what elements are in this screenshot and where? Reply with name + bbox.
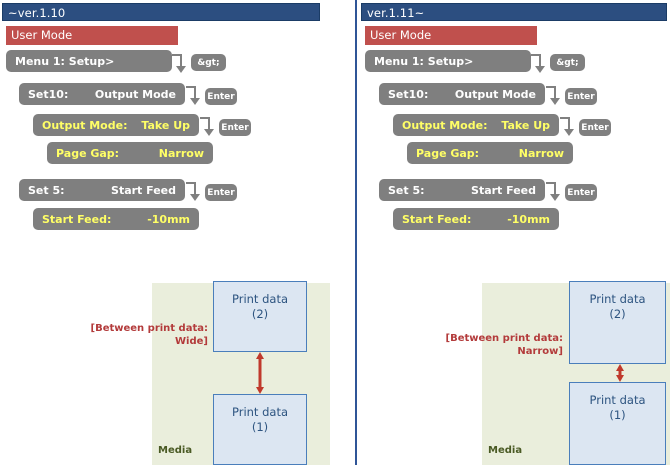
menu-box-value: Take Up (501, 118, 550, 132)
key-button-right-arrow-right[interactable]: &gt; (550, 54, 585, 71)
print-data-line2: (2) (251, 307, 269, 321)
menu-box-value: Start Feed (471, 183, 536, 197)
panel-title-right: ver.1.11~ (361, 3, 667, 21)
menu-box-label: Set 5: (28, 183, 65, 197)
gap-annotation-left: [Between print data: Wide] (58, 322, 209, 348)
print-data-line2: (1) (609, 408, 626, 422)
menu-box-value: Take Up (141, 118, 190, 132)
hook-arrow-icon (172, 54, 186, 74)
menu-box-set5-right[interactable]: Set 5: Start Feed (379, 179, 545, 201)
print-data-line2: (1) (251, 420, 269, 434)
menu-box-set10-right[interactable]: Set10: Output Mode (379, 83, 545, 105)
menu-box-label: Output Mode: (402, 118, 488, 132)
menu-box-label: Menu 1: Setup> (374, 54, 474, 68)
key-button-enter-1-left[interactable]: Enter (205, 88, 237, 105)
key-button-enter-3-left[interactable]: Enter (205, 184, 237, 201)
print-data-box-1-left: Print data (1) (213, 394, 307, 465)
gap-double-arrow-right (610, 364, 630, 382)
menu-box-value: Narrow (518, 146, 564, 160)
gap-annotation-line1: [Between print data: (90, 323, 209, 334)
menu-box-value: -10mm (147, 212, 190, 226)
menu-box-set5-left[interactable]: Set 5: Start Feed (19, 179, 185, 201)
menu-box-page-gap-right[interactable]: Page Gap: Narrow (407, 142, 573, 164)
gap-annotation-line1: [Between print data: (445, 333, 564, 344)
media-label-left: Media (158, 445, 193, 456)
print-data-line1: Print data (231, 405, 288, 419)
print-data-line1: Print data (589, 393, 646, 407)
hook-arrow-icon (186, 182, 200, 202)
key-button-enter-2-right[interactable]: Enter (579, 119, 611, 136)
print-data-box-1-right: Print data (1) (569, 382, 666, 465)
hook-arrow-icon (186, 86, 200, 106)
key-button-enter-2-left[interactable]: Enter (219, 119, 251, 136)
menu-box-label: Menu 1: Setup> (15, 54, 115, 68)
print-data-line1: Print data (231, 292, 288, 306)
menu-box-value: Start Feed (111, 183, 176, 197)
menu-box-label: Page Gap: (416, 146, 480, 160)
menu-box-set10-left[interactable]: Set10: Output Mode (19, 83, 185, 105)
print-data-line2: (2) (609, 307, 626, 321)
hook-arrow-icon (546, 182, 560, 202)
panel-divider (355, 0, 357, 465)
menu-box-label: Set10: (28, 87, 69, 101)
menu-box-label: Start Feed: (402, 212, 472, 226)
menu-box-menu1-left[interactable]: Menu 1: Setup> (6, 50, 172, 72)
menu-box-output-mode-left[interactable]: Output Mode: Take Up (33, 114, 199, 136)
panel-title-left: ~ver.1.10 (2, 3, 320, 21)
print-data-box-2-right: Print data (2) (569, 281, 666, 364)
media-label-right: Media (488, 445, 523, 456)
menu-box-start-feed-left[interactable]: Start Feed: -10mm (33, 208, 199, 230)
hook-arrow-icon (546, 86, 560, 106)
gap-annotation-line2: Narrow] (517, 346, 563, 357)
gap-annotation-line2: Wide] (175, 336, 208, 347)
menu-box-menu1-right[interactable]: Menu 1: Setup> (365, 50, 531, 72)
menu-box-label: Start Feed: (42, 212, 112, 226)
hook-arrow-icon (560, 117, 574, 137)
hook-arrow-icon (200, 117, 214, 137)
print-data-line1: Print data (589, 292, 646, 306)
gap-annotation-right: [Between print data: Narrow] (413, 332, 564, 358)
menu-box-value: Narrow (158, 146, 204, 160)
menu-box-page-gap-left[interactable]: Page Gap: Narrow (47, 142, 213, 164)
key-button-right-arrow-left[interactable]: &gt; (191, 54, 226, 71)
menu-box-value: Output Mode (454, 87, 536, 101)
menu-box-label: Set 5: (388, 183, 425, 197)
panel-version-1-11: ver.1.11~ User Mode Menu 1: Setup> Set10… (358, 0, 670, 465)
gap-double-arrow-left (245, 352, 275, 394)
key-button-enter-3-right[interactable]: Enter (565, 184, 597, 201)
menu-box-label: Page Gap: (56, 146, 120, 160)
menu-box-output-mode-right[interactable]: Output Mode: Take Up (393, 114, 559, 136)
user-mode-bar-right: User Mode (365, 26, 537, 45)
menu-box-value: -10mm (507, 212, 550, 226)
menu-box-label: Output Mode: (42, 118, 128, 132)
hook-arrow-icon (531, 54, 545, 74)
panel-version-1-10: ~ver.1.10 User Mode Menu 1: Setup> Set10… (2, 3, 330, 465)
menu-box-value: Output Mode (94, 87, 176, 101)
key-button-enter-1-right[interactable]: Enter (565, 88, 597, 105)
menu-box-start-feed-right[interactable]: Start Feed: -10mm (393, 208, 559, 230)
user-mode-bar-left: User Mode (6, 26, 178, 45)
menu-box-label: Set10: (388, 87, 429, 101)
print-data-box-2-left: Print data (2) (213, 281, 307, 352)
